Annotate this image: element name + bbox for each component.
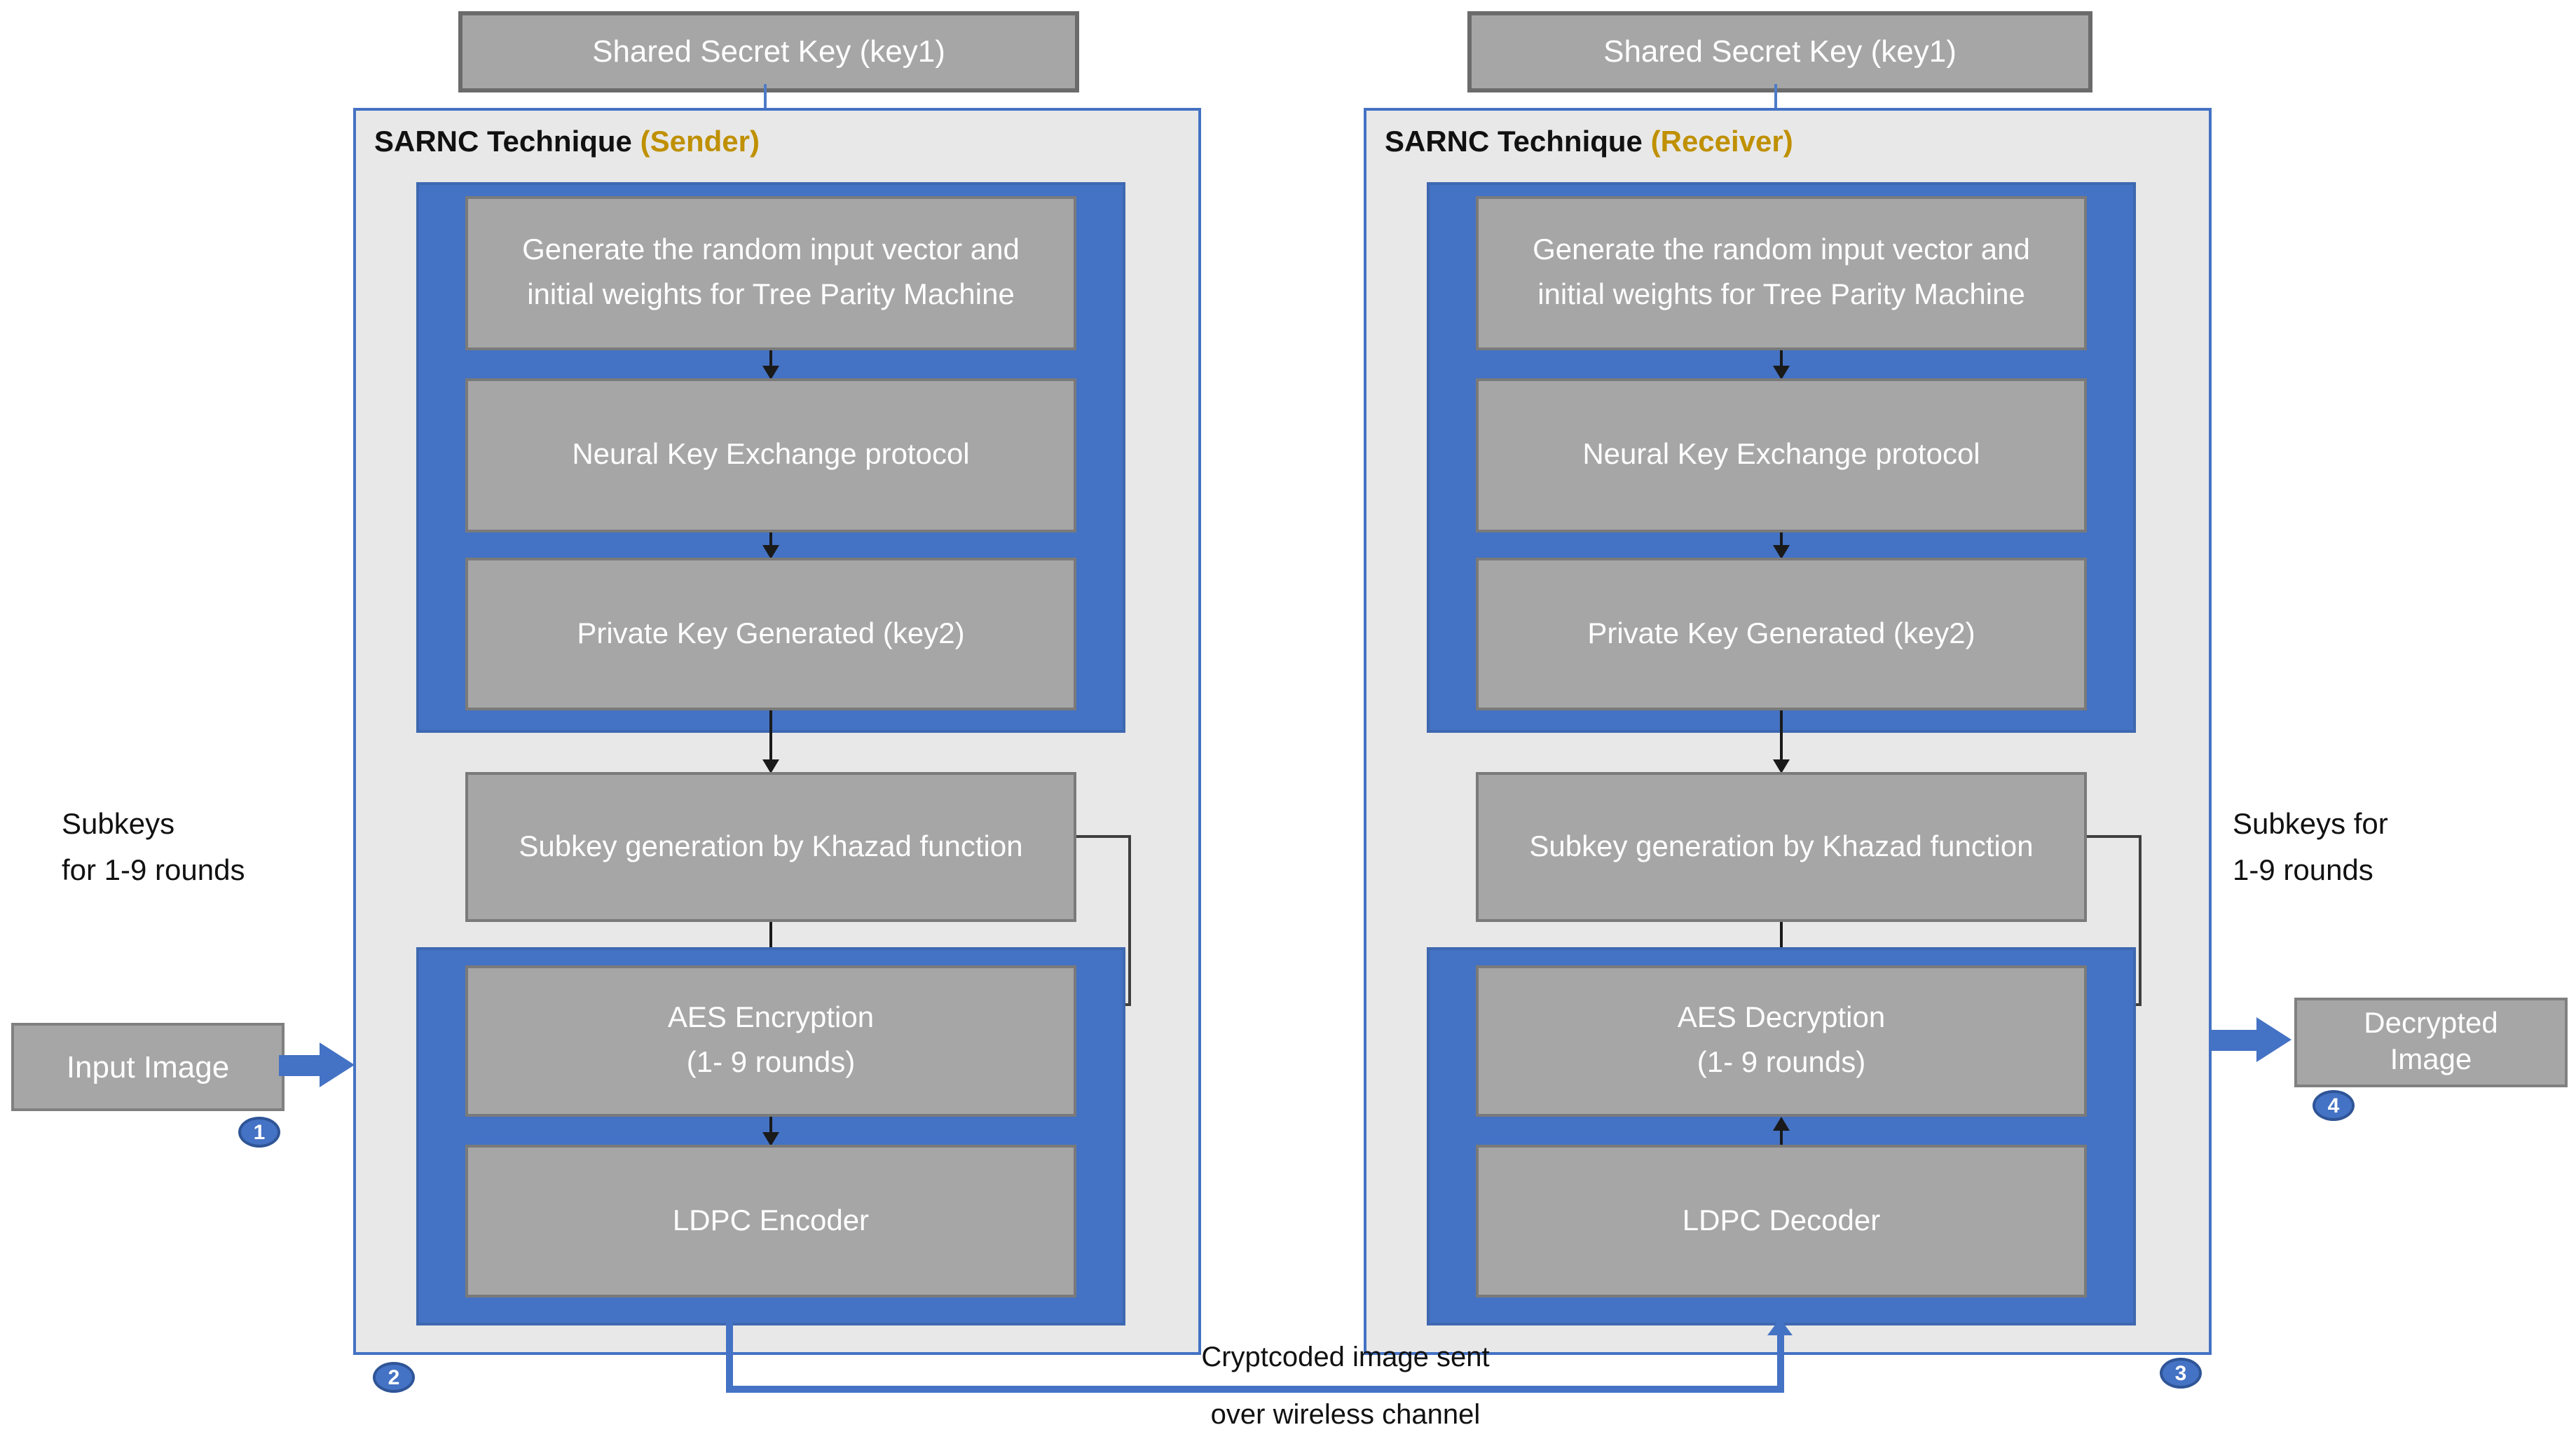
receiver-step-subkey-box: Subkey generation by Khazad function <box>1476 772 2087 922</box>
channel-arrow-head-icon <box>1767 1318 1793 1335</box>
sender-arrow2-line <box>769 532 772 545</box>
badge-1: 1 <box>238 1117 280 1148</box>
sender-arrow1-line <box>769 350 772 366</box>
receiver-arrow5-head-icon <box>1773 1117 1790 1131</box>
sender-step-aes-line1: AES Encryption <box>667 1002 875 1034</box>
sender-step-privatekey-box: Private Key Generated (key2) <box>465 558 1076 710</box>
input-image-label: Input Image <box>66 1049 230 1084</box>
sender-subkeys-label-line2: for 1-9 rounds <box>62 855 245 887</box>
output-arrow-head-icon <box>2256 1017 2291 1062</box>
sender-step-subkey-label: Subkey generation by Khazad function <box>519 830 1023 862</box>
badge-1-number: 1 <box>253 1120 266 1144</box>
receiver-step-ldpc-label: LDPC Decoder <box>1682 1204 1881 1237</box>
receiver-arrow5-line <box>1780 1129 1783 1145</box>
receiver-subkeys-label: Subkeys for 1-9 rounds <box>2233 801 2388 894</box>
channel-line-down <box>726 1320 733 1389</box>
receiver-arrow1-head-icon <box>1773 366 1790 380</box>
sender-step-tpm-box: Generate the random input vector and ini… <box>465 196 1076 350</box>
sender-step-tpm-label: Generate the random input vector and ini… <box>522 234 1020 311</box>
sender-step-subkey-box: Subkey generation by Khazad function <box>465 772 1076 922</box>
receiver-step-aes-box: AES Decryption (1- 9 rounds) <box>1476 965 2087 1117</box>
sender-feedback-line-top <box>1076 835 1131 838</box>
sender-arrow1-head-icon <box>762 366 779 380</box>
receiver-step-privatekey-label: Private Key Generated (key2) <box>1587 617 1975 649</box>
sender-panel-role: (Sender) <box>640 126 760 158</box>
receiver-panel-title: SARNC Technique (Receiver) <box>1385 126 1793 160</box>
badge-4: 4 <box>2313 1090 2355 1121</box>
sender-step-ldpc-label: LDPC Encoder <box>672 1204 870 1237</box>
channel-caption-line2: over wireless channel <box>1210 1400 1481 1431</box>
sender-step-nke-box: Neural Key Exchange protocol <box>465 378 1076 532</box>
sender-shared-key-label: Shared Secret Key (key1) <box>592 34 945 69</box>
receiver-arrow3-line <box>1780 710 1783 759</box>
channel-line-horizontal <box>726 1386 1784 1393</box>
badge-4-number: 4 <box>2327 1094 2340 1117</box>
sender-shared-key-box: Shared Secret Key (key1) <box>458 11 1079 92</box>
receiver-panel-title-text: SARNC Technique <box>1385 126 1643 158</box>
receiver-arrow3-head-icon <box>1773 759 1790 773</box>
badge-2-number: 2 <box>388 1365 400 1389</box>
input-arrow-head-icon <box>320 1042 355 1087</box>
receiver-subkeys-label-line1: Subkeys for <box>2233 808 2388 841</box>
sender-feedback-line-right <box>1128 835 1131 1005</box>
sender-panel-title: SARNC Technique (Sender) <box>374 126 760 160</box>
receiver-panel-role: (Receiver) <box>1650 126 1793 158</box>
receiver-arrow2-head-icon <box>1773 545 1790 559</box>
input-image-box: Input Image <box>11 1023 285 1111</box>
sender-step-ldpc-box: LDPC Encoder <box>465 1145 1076 1297</box>
sender-step-aes-line2: (1- 9 rounds) <box>686 1047 856 1079</box>
receiver-subkeys-label-line2: 1-9 rounds <box>2233 855 2373 887</box>
receiver-step-subkey-label: Subkey generation by Khazad function <box>1529 830 2034 862</box>
sender-step-aes-box: AES Encryption (1- 9 rounds) <box>465 965 1076 1117</box>
receiver-arrow1-line <box>1780 350 1783 366</box>
receiver-step-ldpc-box: LDPC Decoder <box>1476 1145 2087 1297</box>
decrypted-image-label-line2: Image <box>2390 1044 2472 1076</box>
receiver-feedback-line-right <box>2139 835 2142 1005</box>
sender-arrow2-head-icon <box>762 545 779 559</box>
sender-arrow3-line <box>769 710 772 759</box>
decrypted-image-label-line1: Decrypted <box>2364 1007 2498 1040</box>
sender-panel-title-text: SARNC Technique <box>374 126 632 158</box>
receiver-step-nke-label: Neural Key Exchange protocol <box>1582 439 1980 471</box>
sender-arrow4-line <box>769 922 772 953</box>
badge-2: 2 <box>373 1362 415 1393</box>
channel-caption-line1: Cryptcoded image sent <box>1201 1342 1490 1373</box>
sender-subkeys-label-line1: Subkeys <box>62 808 175 841</box>
sender-step-nke-label: Neural Key Exchange protocol <box>572 439 970 471</box>
badge-3: 3 <box>2160 1358 2202 1389</box>
receiver-step-privatekey-box: Private Key Generated (key2) <box>1476 558 2087 710</box>
input-arrow-shaft <box>279 1055 321 1076</box>
receiver-step-nke-box: Neural Key Exchange protocol <box>1476 378 2087 532</box>
sender-arrow5-line <box>769 1117 772 1132</box>
receiver-shared-key-box: Shared Secret Key (key1) <box>1467 11 2092 92</box>
receiver-shared-key-label: Shared Secret Key (key1) <box>1603 34 1957 69</box>
sender-arrow3-head-icon <box>762 759 779 773</box>
channel-line-up <box>1777 1334 1784 1389</box>
receiver-step-tpm-box: Generate the random input vector and ini… <box>1476 196 2087 350</box>
receiver-arrow4-line <box>1780 922 1783 953</box>
receiver-arrow2-line <box>1780 532 1783 545</box>
decrypted-image-box: Decrypted Image <box>2294 998 2568 1087</box>
receiver-step-aes-line2: (1- 9 rounds) <box>1697 1047 1866 1079</box>
receiver-feedback-line-top <box>2087 835 2142 838</box>
receiver-step-tpm-label: Generate the random input vector and ini… <box>1533 234 2030 311</box>
badge-3-number: 3 <box>2174 1361 2187 1385</box>
sender-subkeys-label: Subkeys for 1-9 rounds <box>62 801 245 894</box>
sender-arrow5-head-icon <box>762 1132 779 1146</box>
sender-step-privatekey-label: Private Key Generated (key2) <box>577 617 965 649</box>
output-arrow-shaft <box>2209 1030 2256 1051</box>
receiver-step-aes-line1: AES Decryption <box>1677 1002 1886 1034</box>
